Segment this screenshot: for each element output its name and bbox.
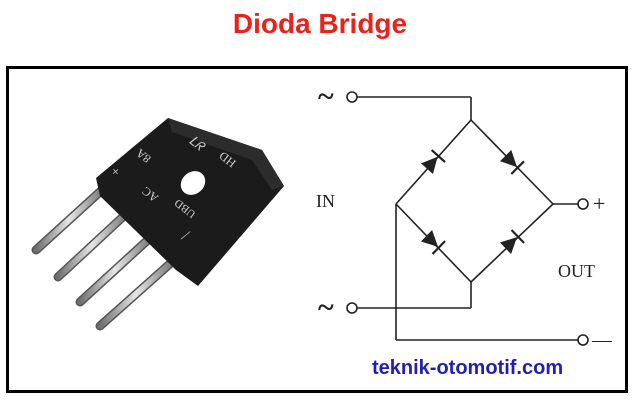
bridge-rectifier-component: ᒪᖇ HD 8A + AC UBD — <box>31 118 284 331</box>
out-label: OUT <box>558 261 595 281</box>
terminal-out-minus <box>577 334 589 346</box>
ac-symbol-bottom: ~ <box>318 291 334 324</box>
mounting-hole <box>180 171 206 195</box>
page-title: Dioda Bridge <box>232 8 408 39</box>
ac-symbol-top: ~ <box>318 80 334 113</box>
minus-label: — <box>591 329 613 351</box>
component-leads <box>31 185 177 331</box>
terminal-ac-bottom <box>346 302 358 314</box>
diagram-frame <box>6 66 628 393</box>
bridge-schematic <box>357 96 578 341</box>
terminal-out-plus <box>577 198 589 210</box>
diode-bottom-left <box>420 229 446 255</box>
component-body <box>96 118 284 286</box>
footer-website: teknik-otomotif.com <box>372 357 564 379</box>
in-label: IN <box>316 191 335 211</box>
diode-top-right <box>499 149 525 175</box>
diode-bottom-right <box>499 229 525 255</box>
terminal-ac-top <box>346 91 358 103</box>
diode-top-left <box>421 149 446 175</box>
plus-label: + <box>593 191 605 216</box>
